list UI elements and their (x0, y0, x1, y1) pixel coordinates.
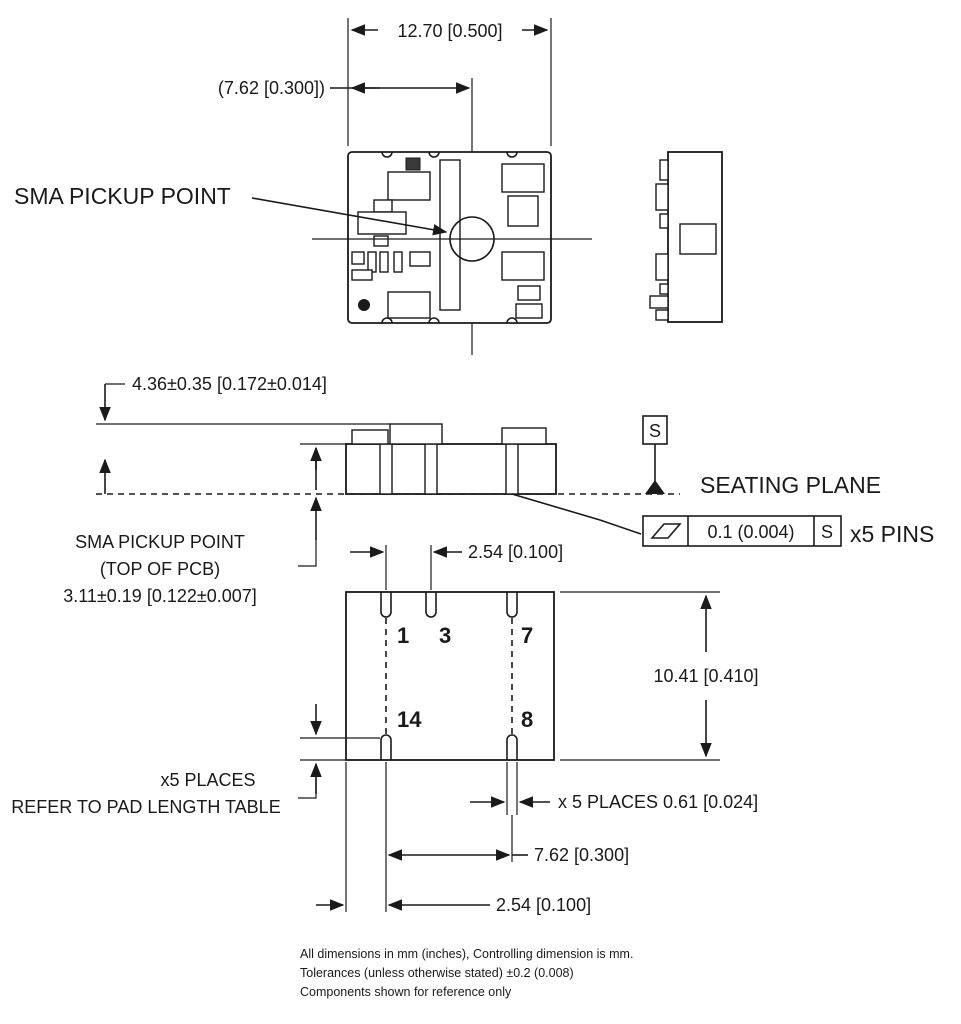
datum-s-label: S (649, 421, 661, 441)
pad-width-dimension: x 5 PLACES 0.61 [0.024] (558, 792, 758, 812)
flatness-value: 0.1 (0.004) (707, 522, 794, 542)
bottom-view: 2.54 [0.100] 1 3 7 14 8 10.41 [0.410] (11, 542, 758, 915)
side-components (351, 423, 547, 445)
pin-label-14: 14 (397, 707, 422, 732)
top-width-dimension: 12.70 [0.500] (397, 21, 502, 41)
pickup-leader (251, 197, 448, 236)
pickup-offset-dimension: (7.62 [0.300]) (218, 78, 325, 98)
bottom-module-body (345, 591, 555, 761)
flatness-datum: S (821, 522, 833, 542)
pin-label-7: 7 (521, 623, 533, 648)
end-view-components (649, 159, 669, 321)
pin-label-1: 1 (397, 623, 409, 648)
side-view: 4.36±0.35 [0.172±0.014] SMA PICKUP POINT… (63, 374, 934, 606)
pickup-label: SMA PICKUP POINT (14, 183, 231, 209)
side-pins (379, 443, 519, 495)
top-view: 12.70 [0.500] (7.62 [0.300]) (14, 18, 723, 355)
top-components (351, 157, 545, 319)
pad-length-leader (298, 780, 317, 799)
side-pickup-label-line2: (TOP OF PCB) (100, 559, 220, 579)
pickup-height-leader (298, 540, 317, 567)
pin-label-8: 8 (521, 707, 533, 732)
flatness-icon (650, 523, 682, 539)
seating-plane-label: SEATING PLANE (700, 472, 881, 498)
pitch-dimension: 2.54 [0.100] (468, 542, 563, 562)
flatness-leader (511, 493, 642, 535)
flatness-count: x5 PINS (850, 521, 934, 547)
pin1-marker-dot (358, 299, 370, 311)
bottom-pads-top (380, 592, 518, 618)
places-label-line1: x5 PLACES (160, 770, 255, 790)
note-line-1: All dimensions in mm (inches), Controlli… (300, 947, 633, 961)
row-span-dimension: 7.62 [0.300] (534, 845, 629, 865)
bottom-pads-bottom (380, 734, 518, 760)
end-view-label-box (679, 223, 717, 255)
side-module-body (345, 443, 557, 495)
notes: All dimensions in mm (inches), Controlli… (300, 947, 633, 999)
flatness-frame (642, 515, 842, 547)
places-label-line2: REFER TO PAD LENGTH TABLE (11, 797, 280, 817)
pin-label-3: 3 (439, 623, 451, 648)
side-pickup-label-line1: SMA PICKUP POINT (75, 532, 245, 552)
datum-s-triangle (645, 480, 665, 494)
bottom-height-dimension: 10.41 [0.410] (653, 666, 758, 686)
edge-offset-dimension: 2.54 [0.100] (496, 895, 591, 915)
side-pickup-height-dimension: 3.11±0.19 [0.122±0.007] (63, 586, 257, 606)
side-height-dimension: 4.36±0.35 [0.172±0.014] (132, 374, 327, 394)
note-line-2: Tolerances (unless otherwise stated) ±0.… (300, 966, 574, 980)
top-castellations (381, 151, 518, 324)
note-line-3: Components shown for reference only (300, 985, 512, 999)
